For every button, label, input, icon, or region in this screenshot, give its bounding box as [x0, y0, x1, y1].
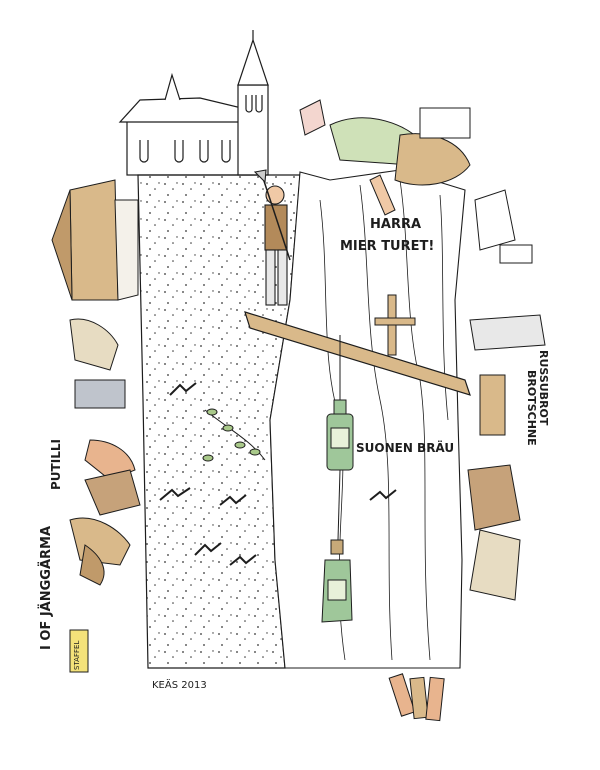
yellow-sign: STAFFEL [69, 629, 89, 673]
signature: KEÄS 2013 [152, 678, 207, 691]
left-figures [69, 318, 141, 586]
bottle-1 [326, 335, 354, 471]
bottle-2 [321, 469, 353, 623]
plant-branch [202, 408, 266, 462]
sign-text: STAFFEL [73, 641, 81, 670]
right-scenes [467, 189, 546, 601]
right-vertical-text-1: RUSSUBROT [537, 350, 550, 426]
speech-line-2: MIER TURET! [340, 239, 434, 254]
left-vertical-text-2: PUTILLI [49, 439, 63, 490]
top-right-group [299, 99, 471, 216]
hanging-boards [388, 673, 445, 722]
speech-line-1: HARRA [370, 217, 421, 232]
left-vertical-text: I OF JÄNGGÄRMA [38, 526, 54, 650]
man-with-axe [253, 169, 291, 306]
church [118, 30, 269, 176]
right-vertical-text-2: BROTSCHNE [525, 370, 538, 446]
birds [159, 382, 397, 566]
seesaw-plank [244, 294, 471, 396]
bottle-label-text: SUONEN BRÄU [356, 440, 454, 455]
wooden-hut [51, 179, 139, 301]
